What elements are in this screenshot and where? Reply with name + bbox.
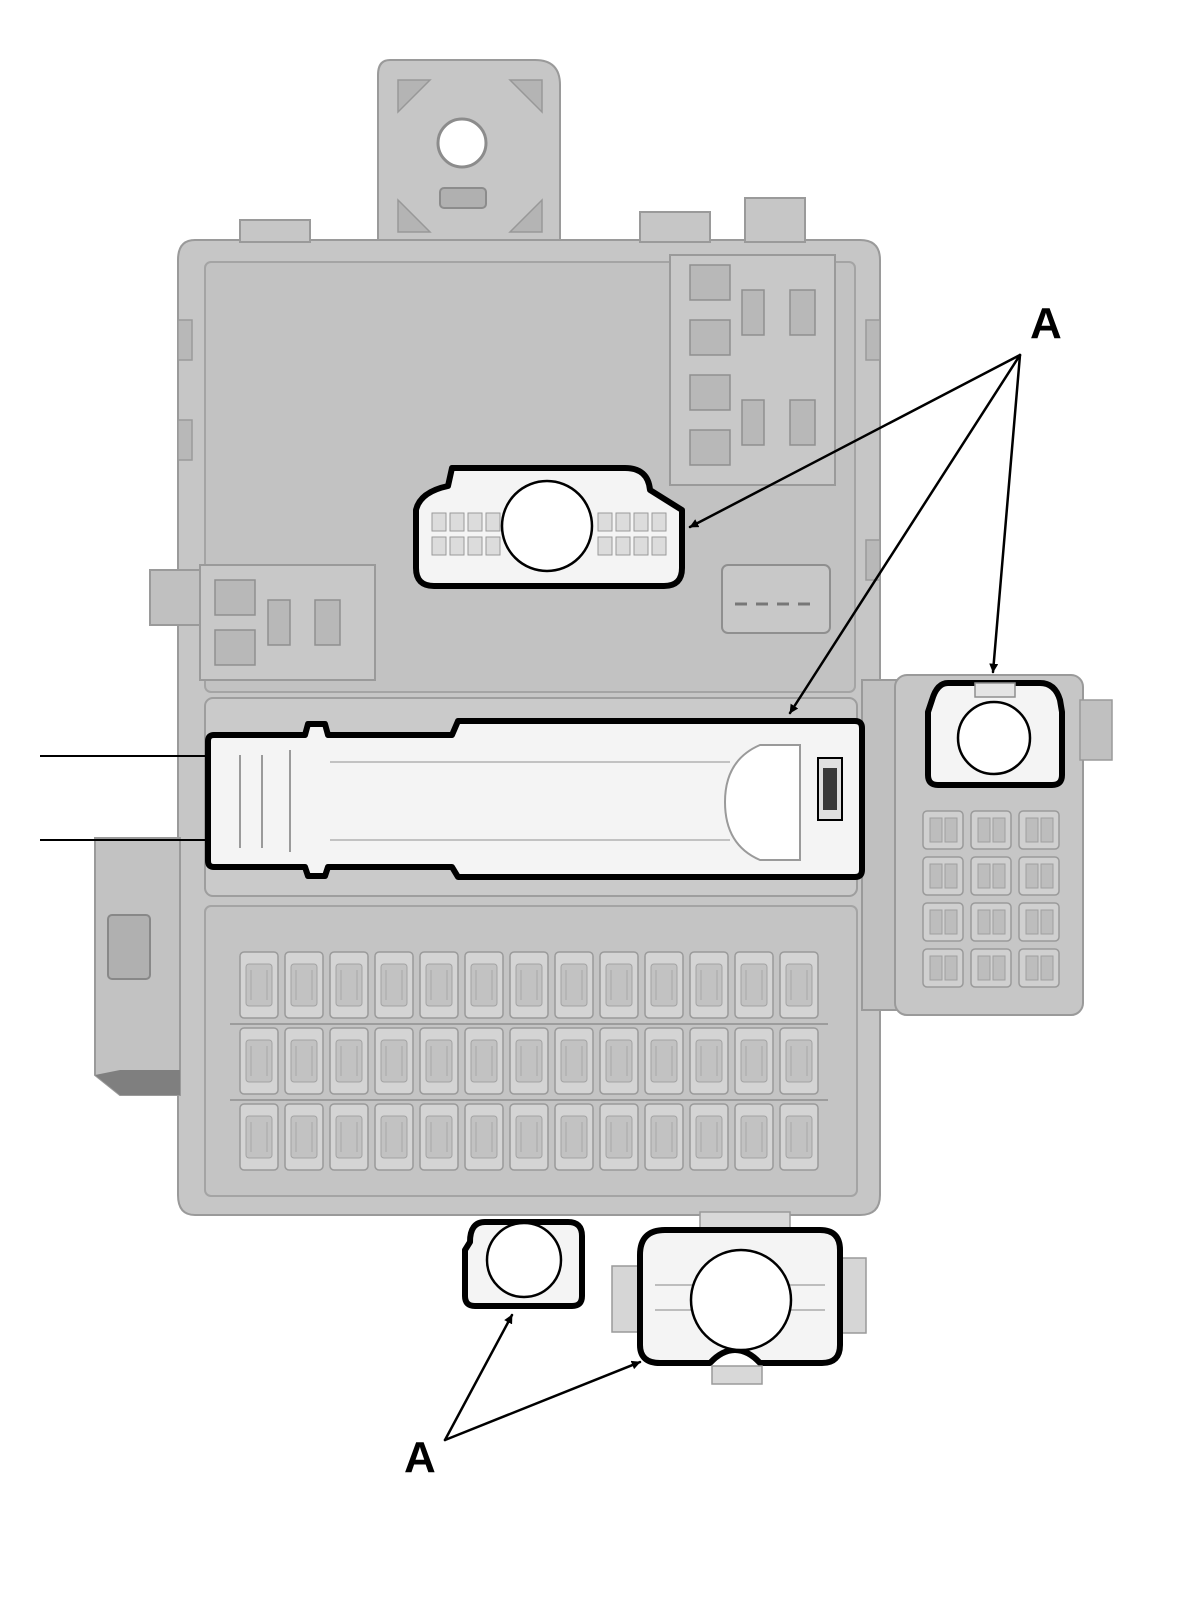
callout-label-top: A [1030, 299, 1062, 348]
top-mounting-bracket [377, 59, 561, 246]
leader-lines [443, 353, 1022, 1442]
leader-to-connector-bottom-small [443, 1313, 514, 1442]
left-side-bracket [94, 837, 181, 1096]
connector-long-horizontal [40, 718, 865, 880]
relay-block-upper-right [669, 254, 836, 486]
small-connector-right [721, 564, 831, 634]
connector-bottom-small [462, 1219, 585, 1309]
connector-side-round [925, 680, 1065, 788]
connector-top-center [413, 465, 685, 589]
fuse-grid [230, 948, 828, 1176]
leader-to-connector-side [989, 353, 1022, 674]
leader-to-connector-long [788, 353, 1022, 715]
leader-to-connector-top-center [688, 353, 1022, 529]
connector-bottom-large [611, 1211, 867, 1385]
relay-block-left [149, 564, 376, 681]
callout-label-bottom: A [404, 1433, 436, 1482]
leader-to-connector-bottom-large [443, 1360, 642, 1442]
